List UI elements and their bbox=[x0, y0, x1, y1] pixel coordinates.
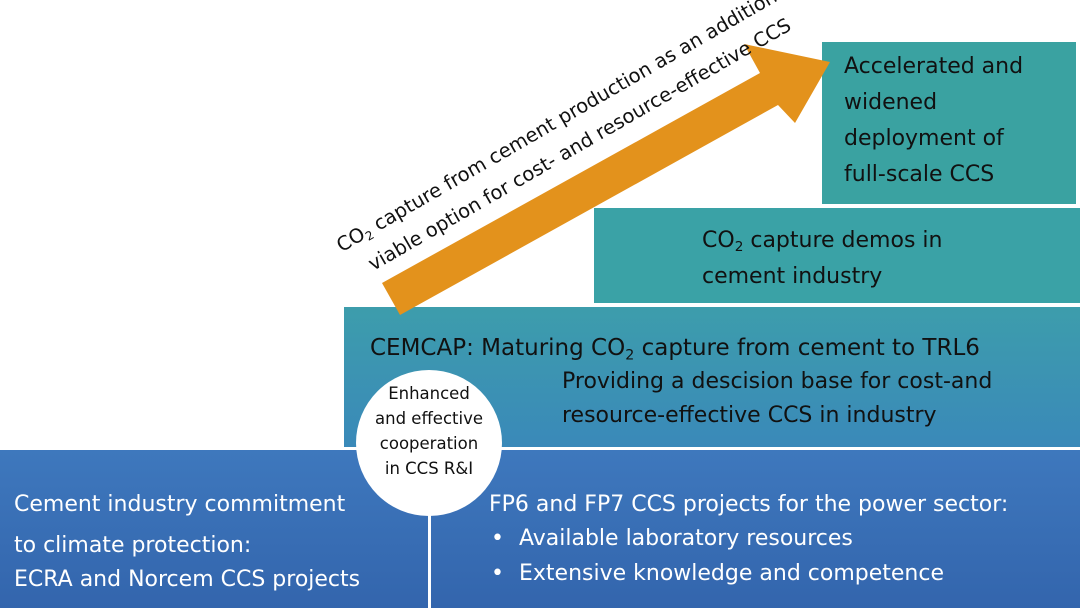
base-left-line-2: to climate protection: bbox=[14, 533, 252, 558]
demos-block: CO2 capture demos in cement industry bbox=[594, 208, 1080, 303]
deploy-line-3: deployment of bbox=[844, 126, 1004, 151]
arrow-line-1-suffix: capture from cement production as an add… bbox=[364, 0, 796, 239]
bullet-icon: • bbox=[491, 561, 504, 586]
cemcap-line-1-suffix: capture from cement to TRL6 bbox=[634, 335, 980, 361]
deploy-line-4: full-scale CCS bbox=[844, 162, 995, 187]
circle-line-3: cooperation bbox=[379, 434, 479, 453]
base-left-line-1: Cement industry commitment bbox=[14, 492, 346, 517]
cemcap-line-3: resource-effective CCS in industry bbox=[562, 403, 937, 428]
base-block-fp-projects: FP6 and FP7 CCS projects for the power s… bbox=[431, 450, 1080, 608]
base-right-bullet-1: Available laboratory resources bbox=[519, 526, 853, 551]
cemcap-line-1-prefix: CEMCAP: Maturing CO bbox=[370, 335, 626, 361]
base-right-bullet-2: Extensive knowledge and competence bbox=[519, 561, 944, 586]
circle-line-4: in CCS R&I bbox=[384, 459, 474, 478]
deployment-block: Accelerated and widened deployment of fu… bbox=[822, 42, 1076, 204]
deploy-line-1: Accelerated and bbox=[844, 54, 1024, 79]
cooperation-circle: Enhanced and effective cooperation in CC… bbox=[356, 370, 502, 516]
base-right-title: FP6 and FP7 CCS projects for the power s… bbox=[489, 492, 1009, 517]
demos-line-1: CO2 capture demos in bbox=[702, 228, 942, 255]
demos-line-1-prefix: CO bbox=[702, 228, 735, 253]
cemcap-line-2: Providing a descision base for cost-and bbox=[562, 369, 993, 394]
deploy-line-2: widened bbox=[844, 90, 938, 115]
bullet-icon: • bbox=[491, 526, 504, 551]
base-block-cement-industry: Cement industry commitment to climate pr… bbox=[0, 450, 428, 608]
arrow-line-1-prefix: CO bbox=[332, 222, 370, 257]
demos-line-1-suffix: capture demos in bbox=[743, 228, 943, 253]
circle-line-1: Enhanced bbox=[388, 384, 470, 403]
circle-line-2: and effective bbox=[375, 409, 483, 428]
cemcap-line-1: CEMCAP: Maturing CO2 capture from cement… bbox=[370, 335, 980, 363]
cemcap-line-1-subscript: 2 bbox=[625, 347, 635, 364]
demos-line-2: cement industry bbox=[702, 264, 883, 289]
base-left-line-3: ECRA and Norcem CCS projects bbox=[14, 567, 361, 592]
